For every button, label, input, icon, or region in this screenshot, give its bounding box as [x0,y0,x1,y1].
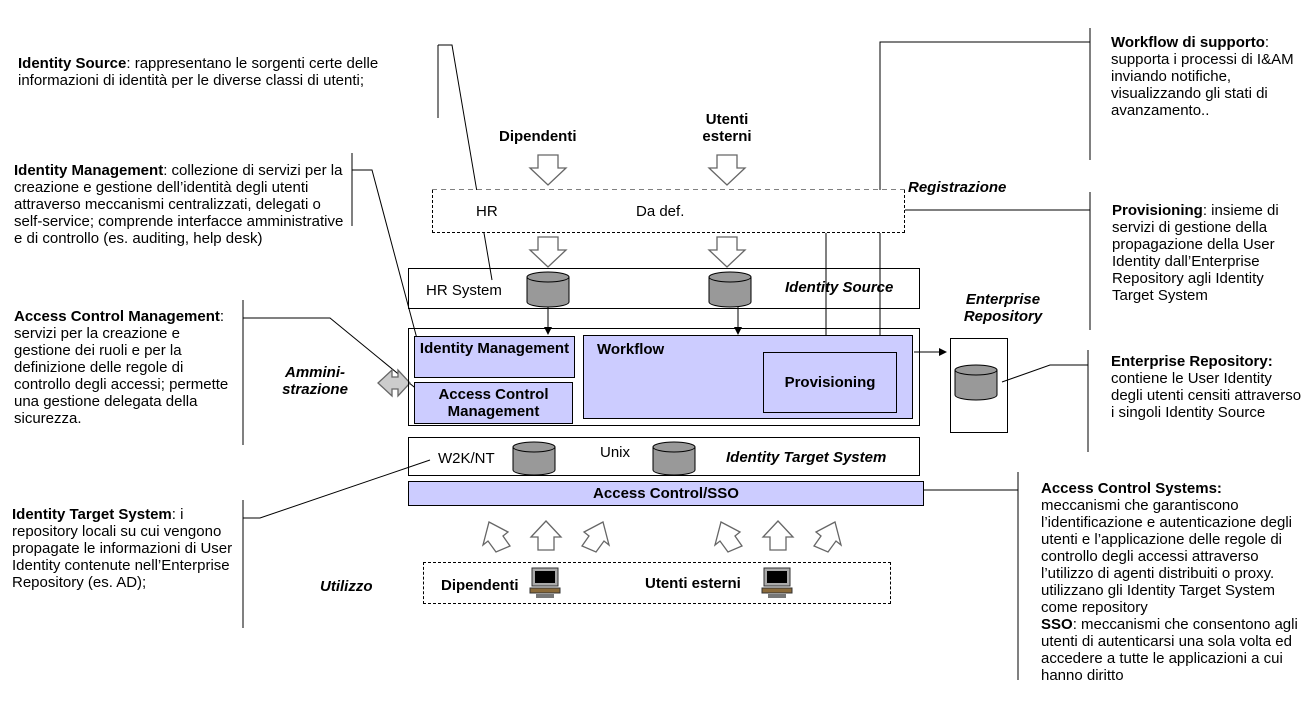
double-arrow-amministrazione [377,368,411,398]
annotation-access-control-systems: Access Control Systems: meccanismi che g… [1041,480,1298,684]
registrazione-box [432,190,905,233]
label-dipendenti-top: Dipendenti [499,128,577,145]
cylinder-hr-system [526,271,570,308]
label-utenti-esterni-bottom: Utenti esterni [645,575,741,592]
annotation-access-control-management: Access Control Management: servizi per l… [14,308,229,427]
up-arrow-l3 [581,521,611,553]
computer-icon [761,567,793,598]
annotation-identity-target-system: Identity Target System: i repository loc… [12,506,233,591]
enterprise-repository-box [950,338,1008,433]
label-w2k: W2K/NT [438,450,495,467]
label-amministrazione: Ammini-strazione [282,364,348,398]
cylinder-enterprise-repository [954,364,998,401]
down-arrow-hr [528,236,568,268]
access-control-sso-box: Access Control/SSO [408,481,924,506]
down-arrow-utenti [707,154,747,186]
label-unix: Unix [600,444,631,461]
computer-icon [529,567,561,598]
annotation-workflow-di-supporto: Workflow di supporto: supporta i process… [1111,34,1294,119]
utilizzo-box [423,562,891,604]
annotation-identity-source: Identity Source: rappresentano le sorgen… [18,55,379,89]
label-hr-system: HR System [426,282,502,299]
annotation-provisioning: Provisioning: insieme di servizi di gest… [1112,202,1279,304]
provisioning-box: Provisioning [763,352,897,413]
cylinder-w2k [512,441,556,476]
up-arrow-r2 [761,520,795,551]
label-da-def: Da def. [636,203,685,220]
down-arrow-dipendenti [528,154,568,186]
up-arrow-l2 [529,520,563,551]
identity-source-box [408,268,920,309]
identity-target-system-box [408,437,920,476]
up-arrow-l1 [481,521,511,553]
label-identity-source: Identity Source [785,279,894,296]
annotation-enterprise-repository: Enterprise Repository: contiene le User … [1111,353,1302,421]
label-utilizzo: Utilizzo [320,578,373,595]
label-dipendenti-bottom: Dipendenti [441,577,519,594]
down-arrow-dadef [707,236,747,268]
label-utenti-esterni-top: Utenti esterni [702,111,752,145]
identity-management-box: Identity Management [414,336,575,378]
label-hr: HR [476,203,498,220]
administration-container [408,328,920,426]
annotation-identity-management: Identity Management: collezione di servi… [14,162,344,247]
up-arrow-r1 [713,521,743,553]
cylinder-da-def [708,271,752,308]
access-control-management-box: Access Control Management [414,382,573,424]
up-arrow-r3 [813,521,843,553]
label-workflow: Workflow [597,341,665,358]
label-registrazione: Registrazione [908,179,1007,196]
label-enterprise-repository: Enterprise Repository [963,291,1043,325]
label-identity-target-system: Identity Target System [726,449,887,466]
